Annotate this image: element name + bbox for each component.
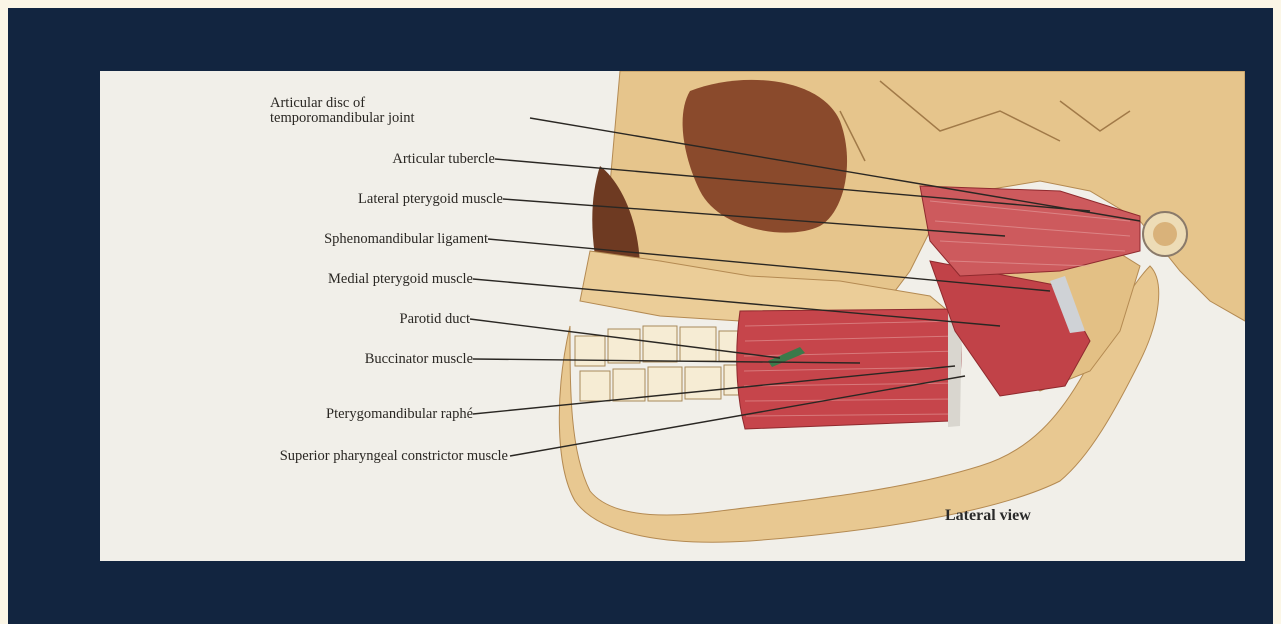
label-articular-disc: Articular disc of temporomandibular join… bbox=[270, 96, 415, 126]
slide-frame: Articular disc of temporomandibular join… bbox=[8, 8, 1273, 624]
label-medial-pterygoid: Medial pterygoid muscle bbox=[328, 272, 473, 287]
anatomy-figure: Articular disc of temporomandibular join… bbox=[100, 71, 1245, 561]
teeth bbox=[575, 326, 758, 401]
label-articular-tubercle: Articular tubercle bbox=[392, 152, 495, 167]
label-parotid-duct: Parotid duct bbox=[400, 312, 470, 327]
view-caption: Lateral view bbox=[945, 507, 1031, 525]
label-superior-pharyngeal: Superior pharyngeal constrictor muscle bbox=[280, 449, 508, 464]
label-lateral-pterygoid: Lateral pterygoid muscle bbox=[358, 192, 503, 207]
label-buccinator: Buccinator muscle bbox=[365, 352, 473, 367]
label-pterygomandibular: Pterygomandibular raphé bbox=[326, 407, 473, 422]
label-sphenomandibular: Sphenomandibular ligament bbox=[324, 232, 488, 247]
skull-illustration bbox=[100, 71, 1245, 561]
